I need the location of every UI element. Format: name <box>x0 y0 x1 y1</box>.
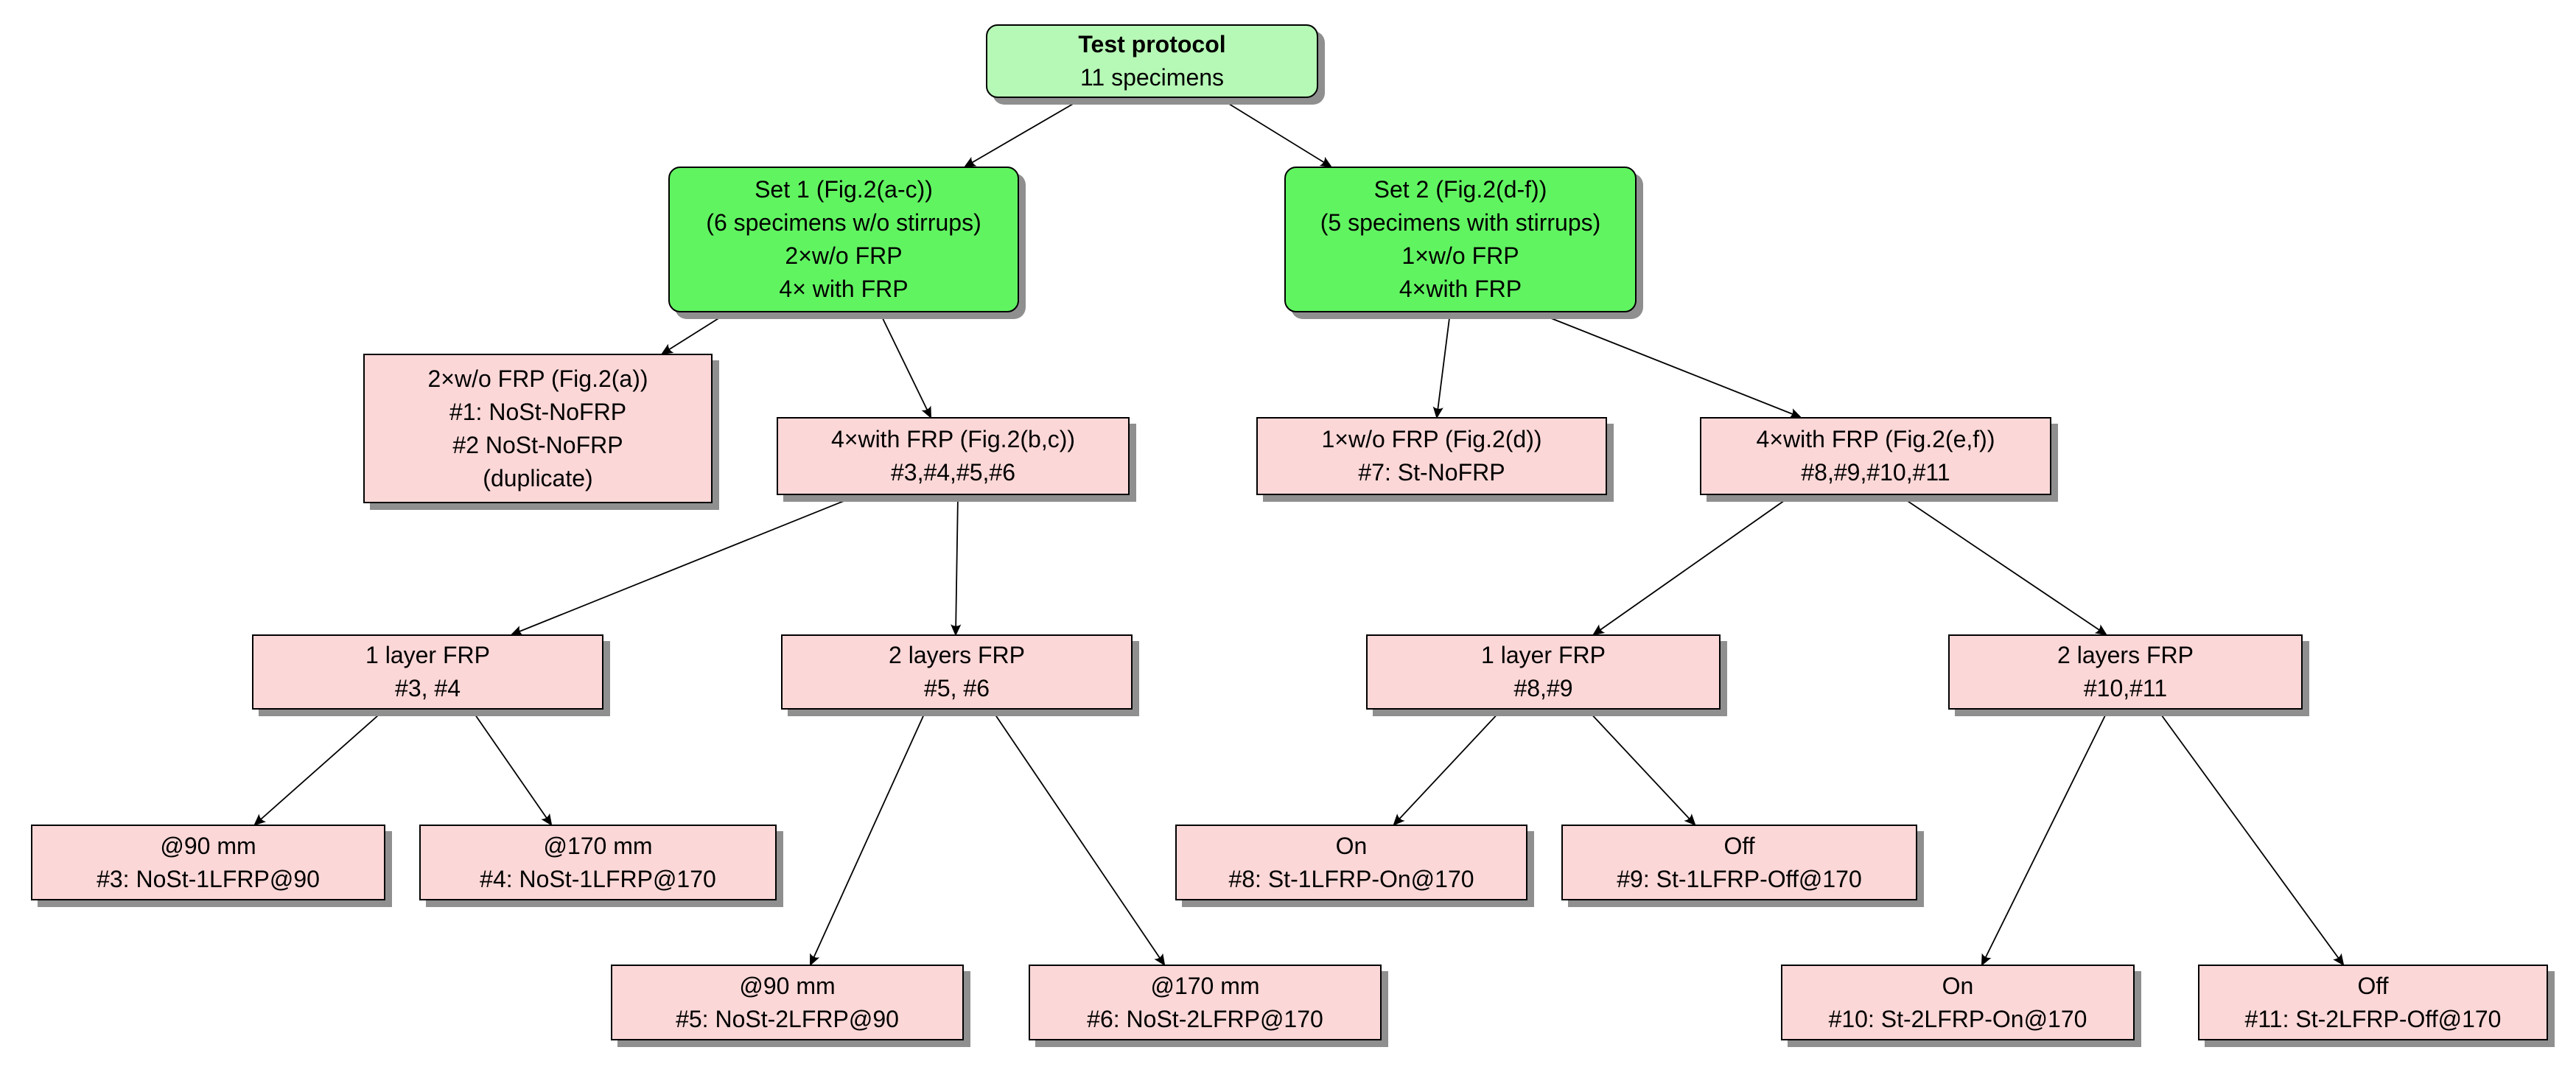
edge-root-set1 <box>963 97 1084 168</box>
node-spec8-text: On #8: St-1LFRP-On@170 <box>1228 832 1474 892</box>
node-2layers-right-text: 2 layers FRP #10,#11 <box>2057 642 2194 701</box>
edge-2lr-spec10 <box>1981 709 2109 967</box>
edge-2l-spec6 <box>991 709 1166 967</box>
node-test-protocol-title: Test protocol <box>1078 31 1226 57</box>
edge-frp-2layers-right <box>1898 494 2108 636</box>
node-spec5: @90 mm #5: NoSt-2LFRP@90 <box>611 965 964 1040</box>
node-2layers-right: 2 layers FRP #10,#11 <box>1948 634 2303 710</box>
node-1layer-left: 1 layer FRP #3, #4 <box>252 634 603 710</box>
node-set2: Set 2 (Fig.2(d-f)) (5 specimens with sti… <box>1284 167 1637 312</box>
node-spec4-text: @170 mm #4: NoSt-1LFRP@170 <box>480 832 716 892</box>
edge-set2-nofrp <box>1432 312 1451 419</box>
node-spec9-text: Off #9: St-1LFRP-Off@170 <box>1617 832 1862 892</box>
edge-set1-nofrp <box>660 312 729 355</box>
edge-1l-spec3 <box>253 709 385 826</box>
edge-frp-2layers-left <box>951 494 962 637</box>
edge-2l-spec5 <box>809 709 927 967</box>
node-test-protocol-count: 11 specimens <box>1079 64 1225 91</box>
node-set1-frp: 4×with FRP (Fig.2(b,c)) #3,#4,#5,#6 <box>777 417 1130 495</box>
node-set2-frp: 4×with FRP (Fig.2(e,f)) #8,#9,#10,#11 <box>1700 417 2051 495</box>
node-spec11: Off #11: St-2LFRP-Off@170 <box>2198 965 2548 1040</box>
node-spec9: Off #9: St-1LFRP-Off@170 <box>1561 825 1917 900</box>
node-spec4: @170 mm #4: NoSt-1LFRP@170 <box>419 825 777 900</box>
edge-set2-frp <box>1536 312 1802 419</box>
node-set1: Set 1 (Fig.2(a-c)) (6 specimens w/o stir… <box>668 167 1019 312</box>
edge-set1-frp <box>879 312 932 419</box>
node-1layer-left-text: 1 layer FRP #3, #4 <box>365 642 490 701</box>
edge-1l-spec4 <box>471 709 553 826</box>
node-2layers-left: 2 layers FRP #5, #6 <box>781 634 1133 710</box>
edge-1lr-spec8 <box>1393 709 1502 826</box>
node-spec3: @90 mm #3: NoSt-1LFRP@90 <box>31 825 385 900</box>
node-spec6: @170 mm #6: NoSt-2LFRP@170 <box>1029 965 1382 1040</box>
node-spec10-text: On #10: St-2LFRP-On@170 <box>1828 972 2087 1032</box>
node-spec5-text: @90 mm #5: NoSt-2LFRP@90 <box>676 972 899 1032</box>
node-set2-nofrp: 1×w/o FRP (Fig.2(d)) #7: St-NoFRP <box>1256 417 1607 495</box>
node-1layer-right: 1 layer FRP #8,#9 <box>1366 634 1721 710</box>
edge-1lr-spec9 <box>1586 709 1696 826</box>
node-set1-frp-text: 4×with FRP (Fig.2(b,c)) #3,#4,#5,#6 <box>830 426 1076 486</box>
node-set2-text: Set 2 (Fig.2(d-f)) (5 specimens with sti… <box>1320 176 1601 302</box>
node-spec10: On #10: St-2LFRP-On@170 <box>1781 965 2135 1040</box>
node-set2-frp-text: 4×with FRP (Fig.2(e,f)) #8,#9,#10,#11 <box>1756 426 1995 486</box>
edge-frp-1layer-left <box>510 494 859 636</box>
edge-frp-1layer-right <box>1592 494 1793 636</box>
node-spec8: On #8: St-1LFRP-On@170 <box>1175 825 1527 900</box>
node-set1-nofrp: 2×w/o FRP (Fig.2(a)) #1: NoSt-NoFRP #2 N… <box>363 354 713 503</box>
node-set2-nofrp-text: 1×w/o FRP (Fig.2(d)) #7: St-NoFRP <box>1321 426 1542 486</box>
edge-root-set2 <box>1219 97 1333 168</box>
node-spec11-text: Off #11: St-2LFRP-Off@170 <box>2244 972 2502 1032</box>
node-set1-text: Set 1 (Fig.2(a-c)) (6 specimens w/o stir… <box>706 176 981 302</box>
node-1layer-right-text: 1 layer FRP #8,#9 <box>1481 642 1606 701</box>
node-test-protocol: Test protocol 11 specimens <box>986 24 1318 98</box>
node-set1-nofrp-text: 2×w/o FRP (Fig.2(a)) #1: NoSt-NoFRP #2 N… <box>427 365 648 491</box>
node-spec3-text: @90 mm #3: NoSt-1LFRP@90 <box>97 832 320 892</box>
node-2layers-left-text: 2 layers FRP #5, #6 <box>889 642 1025 701</box>
node-spec6-text: @170 mm #6: NoSt-2LFRP@170 <box>1087 972 1323 1032</box>
edge-2lr-spec11 <box>2157 709 2345 966</box>
